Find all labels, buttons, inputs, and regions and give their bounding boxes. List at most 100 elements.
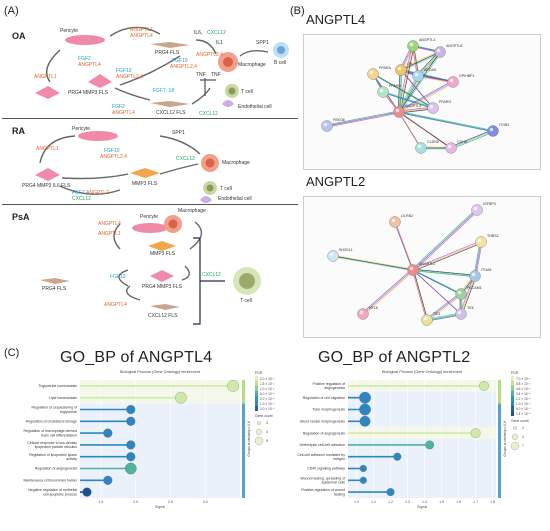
ra-endothelial-label: Endothelial cell (218, 196, 252, 202)
network-label-tek: TEK (467, 306, 475, 310)
go-colorbar-segment (511, 406, 514, 411)
go-count-circle (254, 436, 264, 446)
prg4-fls-cell-oa (150, 42, 190, 48)
network-edge (412, 268, 475, 276)
oa-cell-diagram (35, 26, 289, 107)
network-title-angptl4: ANGPTL4 (306, 12, 366, 27)
network-edge (449, 129, 493, 148)
network-node-gpihbp1 (447, 76, 459, 88)
oa-prg4-mmp3-fls-label: PRG4 MMP3 FLS (68, 90, 109, 96)
go-count-label: 7 (522, 444, 524, 448)
go-term-label: Lipid homeostasis (49, 396, 77, 400)
go-point (359, 391, 371, 404)
go-term-label: Regulation of lipoprotein lipase (29, 453, 77, 457)
go-count-label: 5 (266, 439, 268, 443)
network-edge (393, 220, 413, 270)
network-label-lilrb2: LILRB2 (401, 214, 413, 218)
go-fdr-label: 7.0 × 10⁻³ (516, 377, 530, 381)
oa-angptl1-left: ANGPTL1 (34, 74, 57, 80)
ra-t-cell-label: T cell (220, 186, 232, 192)
network-label-ppara: PPARA (379, 66, 392, 70)
panel-label-a: (A) (4, 5, 19, 17)
network-title-angptl2: ANGPTL2 (306, 174, 366, 189)
ra-macrophage-label: Macrophage (222, 160, 250, 166)
network-edge (333, 256, 414, 272)
go-row-bg (348, 403, 496, 416)
go-colorbar-segment (511, 396, 514, 401)
section-label-ra: RA (12, 126, 25, 136)
go-fdr-label: 1.5 × 10⁻² (260, 382, 274, 386)
network-label-tie1: TIE1 (433, 312, 441, 316)
network-edge (412, 269, 476, 277)
network-edge (398, 45, 414, 113)
go-point (126, 452, 136, 462)
go-point (103, 475, 113, 485)
go-term-label: Heterotypic cell-cell adhesion (299, 443, 345, 447)
go-term-label: Cell-cell adhesion mediated by (297, 453, 345, 457)
network-edge (397, 80, 453, 112)
ra-mmp3-fls-label: MMP3 FLS (132, 181, 158, 187)
go-row-bg (348, 391, 496, 404)
go-point (386, 488, 395, 497)
go-point (359, 476, 367, 484)
go-row-bg (80, 450, 240, 463)
go-colorbar-segment (511, 376, 514, 381)
psa-pericyte-label: Pericyte (140, 214, 159, 220)
ra-fgf7: FGF7, (72, 190, 87, 196)
go-row-bg (348, 486, 496, 498)
pericyte-cell-oa (65, 35, 105, 45)
go-legend-title: FDR (511, 371, 519, 375)
network-edge (460, 275, 476, 315)
oa-angptl1-top: ANGPTL1 (130, 27, 153, 33)
oa-angptl24-top: ANGPTL2,4 (196, 52, 223, 58)
oa-angptl24-mid: ANGPTL2,4 (116, 74, 143, 80)
go-term-label: activity (66, 457, 77, 461)
go-tick-label: 1.4 (422, 500, 427, 504)
network-node-ppara (367, 68, 379, 80)
ra-angptl2: ANGPTL2 (86, 190, 109, 196)
network-edge (459, 274, 475, 314)
oa-fgf10-mid: FGF10 (116, 68, 132, 74)
network-label-igfbp3: IGFBP3 (483, 202, 496, 206)
prg4-mmp3-fls-cell-psa (150, 270, 174, 282)
network-edge (399, 112, 423, 150)
network-edge (411, 269, 427, 320)
go-fdr-label: 4.6 × 10⁻³ (516, 387, 530, 391)
oa-tnf-1: TNF (196, 72, 206, 78)
go-term-label: Cellular response to low-density (27, 441, 77, 445)
divider-oa-ra (2, 118, 298, 119)
go-point (425, 440, 435, 450)
go-term-label: integrin (334, 457, 346, 461)
network-edge (395, 222, 415, 272)
cxcl12-fls-cell-oa (150, 101, 190, 107)
go-count-label: 4 (266, 430, 268, 434)
network-label-cldn5: CLDN5 (427, 140, 439, 144)
oa-fgf10-right: FGF10 (172, 58, 188, 64)
network-edge (411, 240, 481, 270)
network-node-tek (455, 308, 467, 320)
oa-angptl24-right: ANGPTL2,4 (170, 64, 197, 70)
go-tick-label: 1.8 (490, 500, 495, 504)
network-node-pecam1 (455, 288, 467, 300)
psa-t-cell-label: T cell (240, 298, 252, 304)
oa-angptl4-left: ANGPTL4 (78, 62, 101, 68)
go-subtitle: Biological Process (Gene Ontology) enric… (120, 370, 201, 374)
go-fdr-label: 2.0 × 10⁻⁴ (260, 407, 275, 411)
oa-macrophage-label: Macrophage (238, 62, 266, 68)
network-label-angptl3: ANGPTL3 (419, 38, 435, 42)
go-tick-label: 1.5 (98, 500, 103, 504)
network-edge (398, 69, 402, 113)
network-edge (401, 70, 435, 110)
network-label-ntlk: NTLK (369, 306, 379, 310)
go-tick-label: 1.0 (354, 500, 359, 504)
go-count-circle (257, 421, 261, 425)
network-edge (427, 294, 463, 322)
go-term-label: angiogenesis (324, 386, 345, 390)
network-edge (413, 210, 479, 272)
network-edge (399, 70, 403, 113)
go-colorbar-segment (511, 381, 514, 386)
network-edge (398, 81, 454, 113)
oa-cxcl12-fls-label: CXCL12 FLS (156, 110, 186, 116)
network-edge (451, 131, 495, 150)
go-legend-title: FDR (255, 371, 263, 375)
